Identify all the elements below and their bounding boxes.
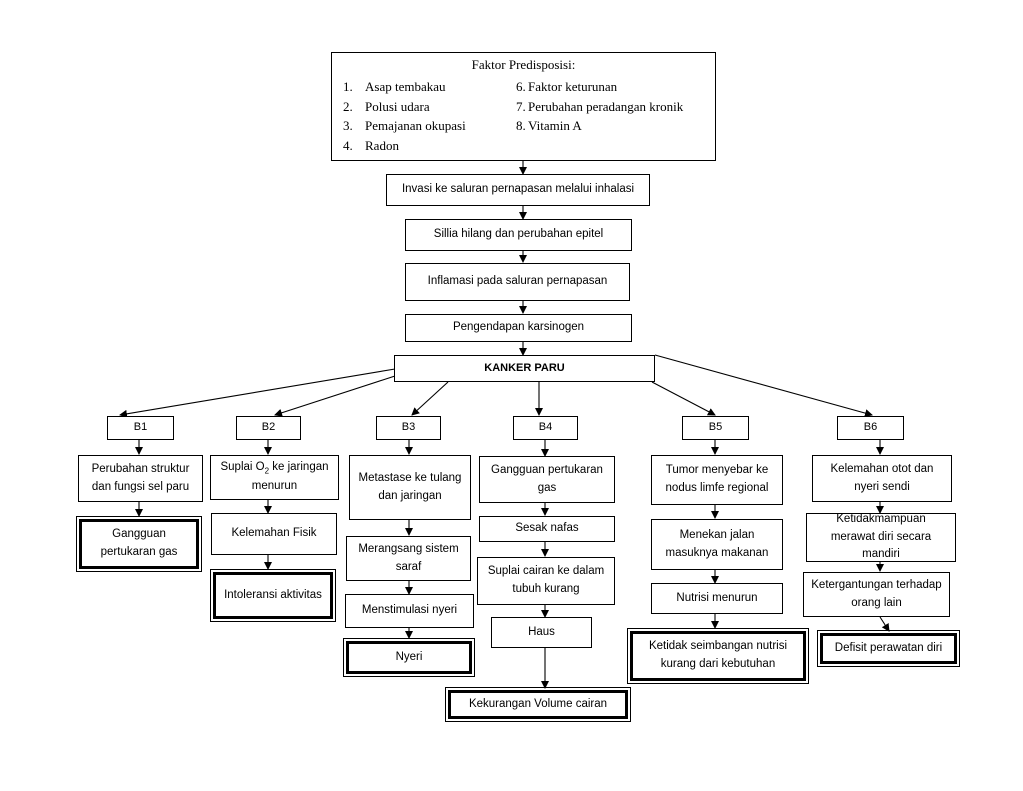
- chain-sillia: Sillia hilang dan perubahan epitel: [405, 219, 632, 251]
- branch-label-b2: B2: [236, 416, 301, 440]
- arrow: [654, 354, 873, 417]
- b4-step-4: Haus: [491, 617, 592, 648]
- branch-label-b3: B3: [376, 416, 441, 440]
- b2-step-2: Kelemahan Fisik: [211, 513, 337, 555]
- b6-step-1: Kelemahan otot dan nyeri sendi: [812, 455, 952, 502]
- faktor-item: 4.Radon: [343, 137, 399, 153]
- b5-step-2: Menekan jalan masuknya makanan: [651, 519, 783, 570]
- faktor-item: 7.Perubahan peradangan kronik: [516, 98, 684, 114]
- b5-step-1: Tumor menyebar ke nodus limfe regional: [651, 455, 783, 505]
- b6-outcome: Defisit perawatan diri: [817, 630, 960, 667]
- b5-outcome: Ketidak seimbangan nutrisi kurang dari k…: [627, 628, 809, 684]
- branch-label-b6: B6: [837, 416, 904, 440]
- b5-step-3: Nutrisi menurun: [651, 583, 783, 614]
- arrow: [411, 381, 449, 416]
- b4-step-2: Sesak nafas: [479, 516, 615, 542]
- faktor-title: Faktor Predisposisi:: [471, 57, 576, 72]
- arrow: [879, 616, 890, 632]
- faktor-predisposisi-box: Faktor Predisposisi: 1.Asap tembakau 2.P…: [331, 52, 716, 161]
- faktor-list-right: 6.Faktor keturunan 7.Perubahan peradanga…: [516, 77, 683, 136]
- branch-label-b4: B4: [513, 416, 578, 440]
- chain-inflamasi: Inflamasi pada saluran pernapasan: [405, 263, 630, 301]
- branch-label-b1: B1: [107, 416, 174, 440]
- b3-step-2: Merangsang sistem saraf: [346, 536, 471, 581]
- branch-label-b5: B5: [682, 416, 749, 440]
- b4-step-1: Gangguan pertukaran gas: [479, 456, 615, 503]
- b2-step-1-text: Suplai O2 ke jaringan menurun: [220, 461, 329, 492]
- b3-step-3: Menstimulasi nyeri: [345, 594, 474, 628]
- b4-outcome: Kekurangan Volume cairan: [445, 687, 631, 722]
- b1-outcome: Gangguan pertukaran gas: [76, 516, 202, 572]
- b2-step-1: Suplai O2 ke jaringan menurun: [210, 455, 339, 500]
- faktor-item: 8.Vitamin A: [516, 118, 582, 133]
- arrow: [274, 375, 396, 417]
- faktor-item: 6.Faktor keturunan: [516, 79, 618, 94]
- arrow: [651, 381, 716, 416]
- b6-step-3: Ketergantungan terhadap orang lain: [803, 572, 950, 617]
- arrow: [119, 368, 396, 418]
- faktor-list-left: 1.Asap tembakau 2.Polusi udara 3.Pemajan…: [343, 77, 466, 155]
- b2-outcome: Intoleransi aktivitas: [210, 569, 336, 622]
- b6-step-2: Ketidakmampuan merawat diri secara mandi…: [806, 513, 956, 562]
- chain-invasi: Invasi ke saluran pernapasan melalui inh…: [386, 174, 650, 206]
- faktor-item: 2.Polusi udara: [343, 98, 430, 114]
- kanker-paru-box: KANKER PARU: [394, 355, 655, 382]
- b4-step-3: Suplai cairan ke dalam tubuh kurang: [477, 557, 615, 605]
- b3-outcome: Nyeri: [343, 638, 475, 677]
- b3-step-1: Metastase ke tulang dan jaringan: [349, 455, 471, 520]
- faktor-item: 1.Asap tembakau: [343, 79, 446, 94]
- faktor-item: 3.Pemajanan okupasi: [343, 118, 466, 133]
- b1-step-1: Perubahan struktur dan fungsi sel paru: [78, 455, 203, 502]
- chain-pengendapan: Pengendapan karsinogen: [405, 314, 632, 342]
